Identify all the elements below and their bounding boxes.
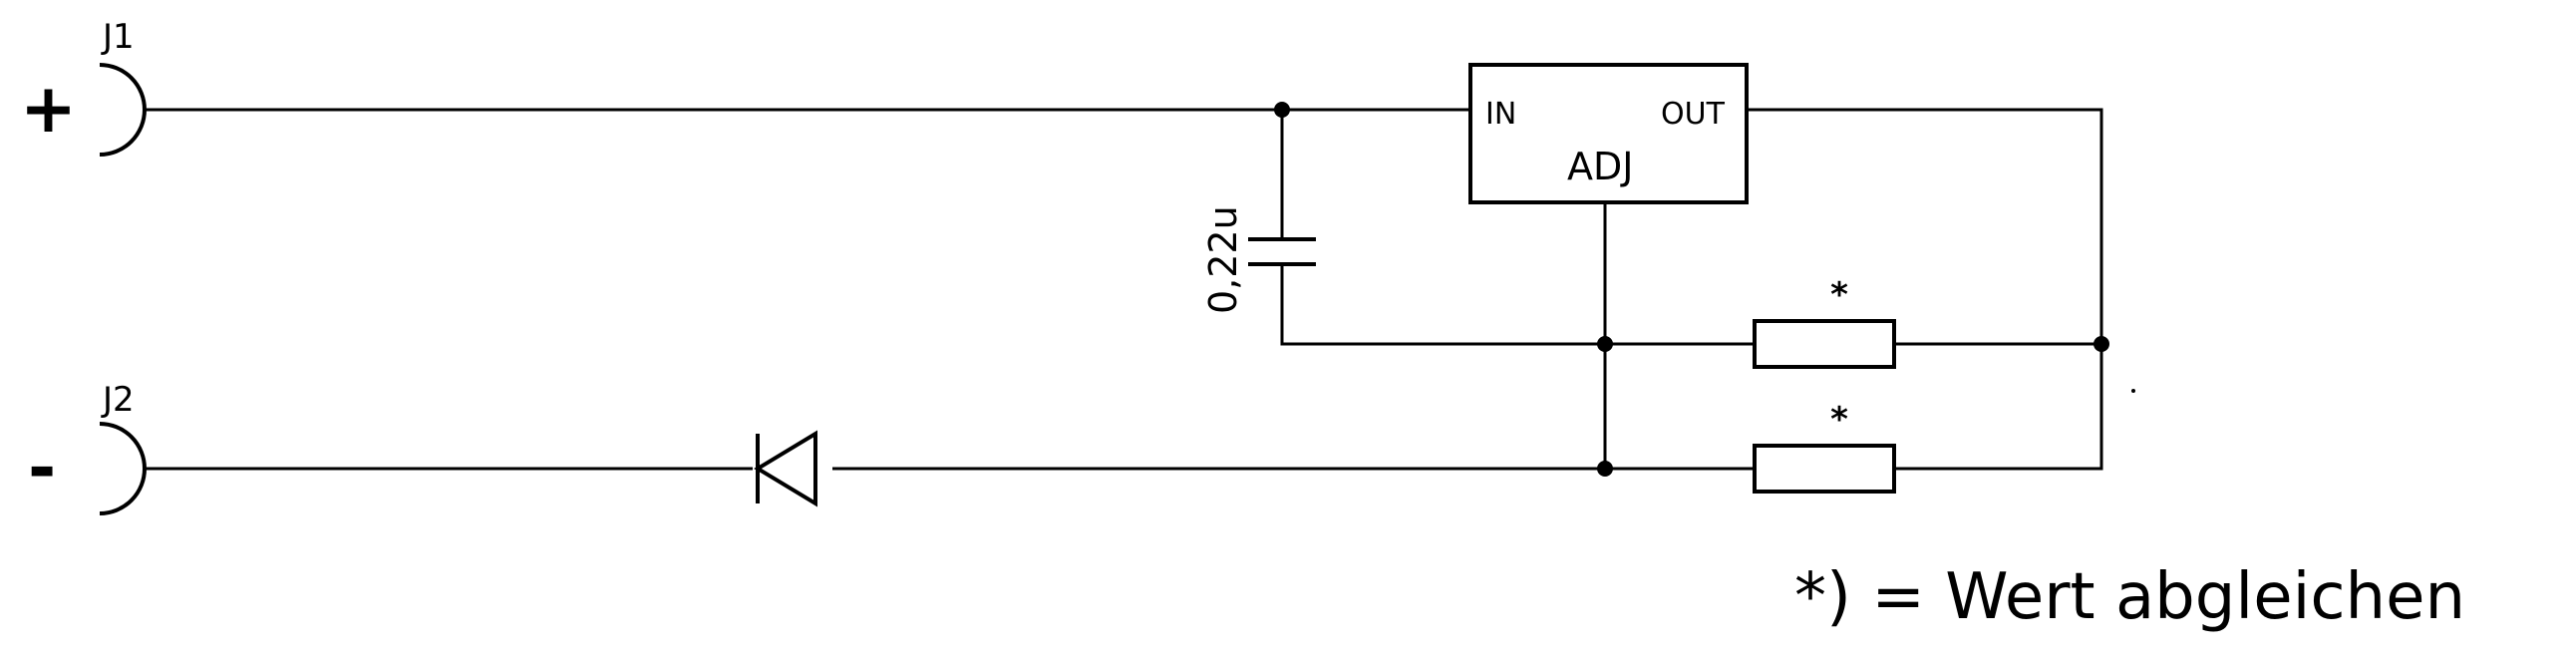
wire-output-rail: [1747, 108, 2103, 344]
regulator-out-label: OUT: [1661, 97, 1726, 132]
regulator-in-label: IN: [1485, 97, 1516, 132]
regulator-body: [1468, 63, 1749, 204]
capacitor: 0,22u: [1201, 205, 1316, 314]
wires: [145, 108, 2103, 471]
voltage-regulator: IN OUT ADJ: [1468, 63, 1749, 204]
connector-j2: J2 -: [28, 380, 147, 515]
connector-j2-label: J2: [101, 380, 135, 420]
resistor-upper-body: [1753, 319, 1896, 369]
junction-dot-adj-upper: [1597, 336, 1613, 352]
junction-dot-cap-top: [1274, 102, 1290, 118]
connector-j1-label: J1: [101, 17, 135, 57]
connector-j2-polarity: -: [28, 429, 56, 507]
stray-dot: [2131, 389, 2135, 393]
junction-dot-output: [2093, 336, 2109, 352]
regulator-adj-label: ADJ: [1567, 145, 1633, 188]
wire-right-return: [1894, 344, 2103, 471]
connector-j1-arc: [99, 63, 147, 157]
connector-j1: J1 +: [20, 17, 147, 157]
junction-dot-adj-lower: [1597, 461, 1613, 477]
resistor-lower-body: [1753, 444, 1896, 494]
resistor-upper-mark: *: [1830, 275, 1848, 315]
capacitor-value-label: 0,22u: [1201, 205, 1245, 314]
diode-triangle: [754, 430, 817, 507]
footnote-text: *) = Wert abgleichen: [1794, 560, 2465, 634]
connector-j2-arc: [99, 422, 147, 515]
wire-cap-bottom: [1280, 264, 1755, 346]
resistor-lower-mark: *: [1830, 400, 1848, 440]
connector-j1-polarity: +: [20, 70, 77, 149]
resistor-lower: *: [1753, 400, 1896, 494]
resistor-upper: *: [1753, 275, 1896, 369]
diode: [754, 430, 817, 507]
